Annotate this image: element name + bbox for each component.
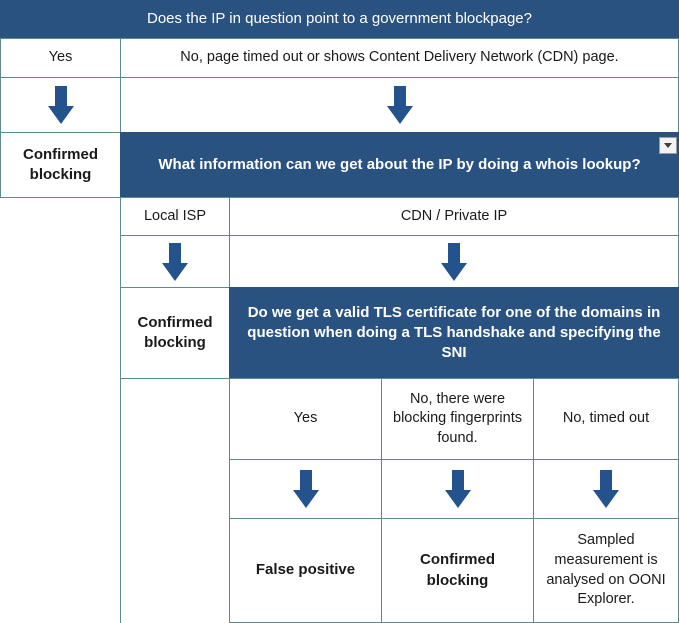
outcome-2-label: Confirmed blocking xyxy=(137,313,213,351)
answer-cdn-private-ip-cell: CDN / Private IP xyxy=(229,197,679,236)
arrow-cell-left-2 xyxy=(120,235,230,288)
outcome-confirmed-blocking-3: Confirmed blocking xyxy=(381,518,534,623)
arrow-cell-left-1 xyxy=(0,77,121,133)
question-1-banner: Does the IP in question point to a gover… xyxy=(0,0,679,38)
question-3-text: Do we get a valid TLS certificate for on… xyxy=(247,303,661,362)
answer-yes-cell: Yes xyxy=(0,38,121,78)
outcome-confirmed-blocking-1: Confirmed blocking xyxy=(0,132,121,198)
outcome-sampled-measurement: Sampled measurement is analysed on OONI … xyxy=(533,518,679,623)
arrow-cell-right-2 xyxy=(229,235,679,288)
answer-tls-yes-cell: Yes xyxy=(229,378,382,460)
empty-spacer-left xyxy=(0,197,121,623)
empty-spacer-mid xyxy=(120,378,230,623)
question-2-text: What information can we get about the IP… xyxy=(158,156,641,174)
outcome-false-positive-label: False positive xyxy=(255,561,356,579)
arrow-cell-1 xyxy=(229,459,382,519)
question-2-banner: What information can we get about the IP… xyxy=(120,132,679,198)
outcome-1-label: Confirmed blocking xyxy=(23,145,98,183)
answer-tls-timeout-label: No, timed out xyxy=(562,410,650,427)
chevron-down-icon xyxy=(664,143,672,148)
answer-tls-yes-label: Yes xyxy=(293,410,318,427)
answer-local-isp-label: Local ISP xyxy=(143,207,207,224)
filter-dropdown-button[interactable] xyxy=(659,137,677,154)
answer-local-isp-cell: Local ISP xyxy=(120,197,230,236)
arrow-cell-3 xyxy=(533,459,679,519)
answer-tls-fingerprints-cell: No, there were blocking fingerprints fou… xyxy=(381,378,534,460)
arrow-cell-2 xyxy=(381,459,534,519)
answer-yes-label: Yes xyxy=(48,49,73,66)
answer-no-label: No, page timed out or shows Content Deli… xyxy=(180,49,619,66)
answer-no-cell: No, page timed out or shows Content Deli… xyxy=(120,38,679,78)
answer-cdn-private-ip-label: CDN / Private IP xyxy=(400,207,508,224)
outcome-confirmed-blocking-2: Confirmed blocking xyxy=(120,287,230,379)
question-1-text: Does the IP in question point to a gover… xyxy=(147,10,532,28)
outcome-false-positive: False positive xyxy=(229,518,382,623)
outcome-sampled-measurement-label: Sampled measurement is analysed on OONI … xyxy=(546,532,666,608)
arrow-cell-right-1 xyxy=(120,77,679,133)
question-3-banner: Do we get a valid TLS certificate for on… xyxy=(229,287,679,379)
answer-tls-fingerprints-label: No, there were blocking fingerprints fou… xyxy=(393,390,522,446)
outcome-confirmed-blocking-label: Confirmed blocking xyxy=(420,551,495,589)
answer-tls-timeout-cell: No, timed out xyxy=(533,378,679,460)
